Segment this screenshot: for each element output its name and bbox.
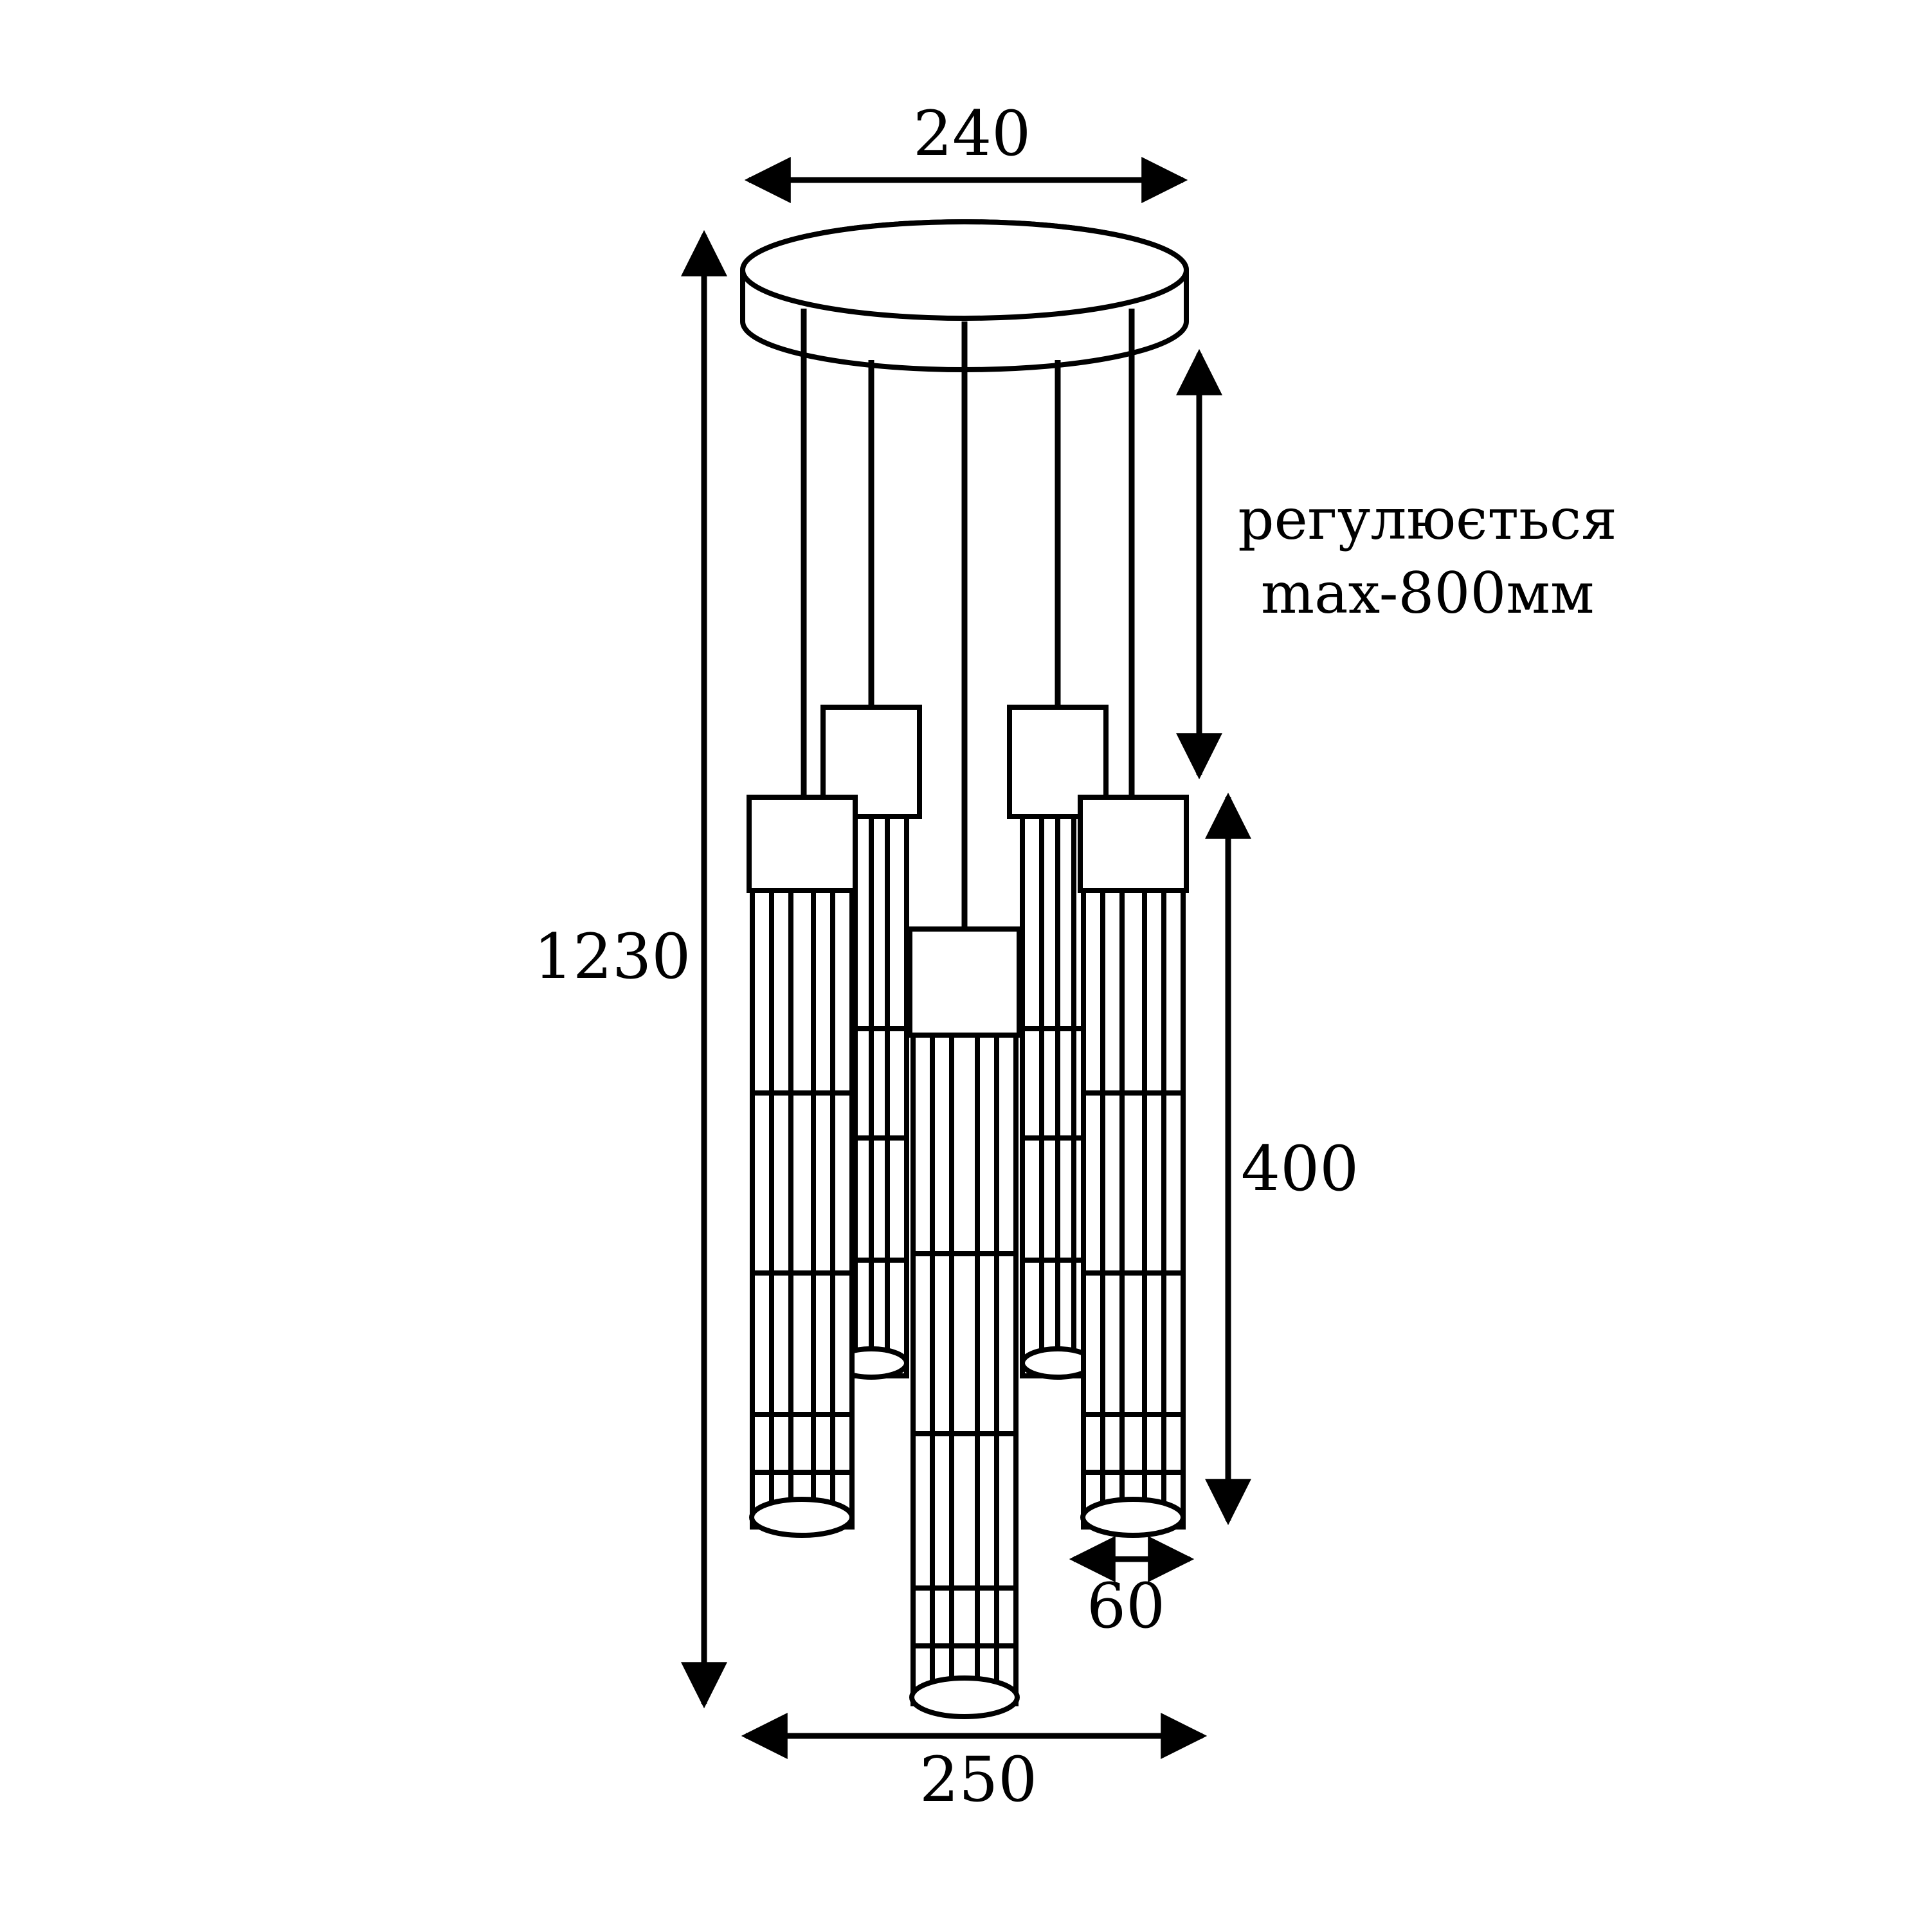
body-height-label: 400: [1241, 1133, 1359, 1205]
shade-front-left: [747, 795, 858, 1538]
canopy-width-label: 240: [913, 98, 1031, 170]
spread-width-label: 250: [919, 1744, 1038, 1816]
suspension-cords: [801, 309, 1135, 932]
adjustable-note-line2: max-800мм: [1260, 560, 1595, 626]
dimension-lines: [681, 157, 1251, 1759]
shade-diameter-label: 60: [1087, 1570, 1166, 1642]
adjustable-note-line1: регулюється: [1238, 486, 1617, 552]
shade-center: [907, 926, 1022, 1719]
adjustable-note: регулюється max-800мм: [1222, 482, 1633, 630]
total-height-label: 1230: [534, 921, 691, 993]
shade-front-right: [1078, 795, 1189, 1538]
